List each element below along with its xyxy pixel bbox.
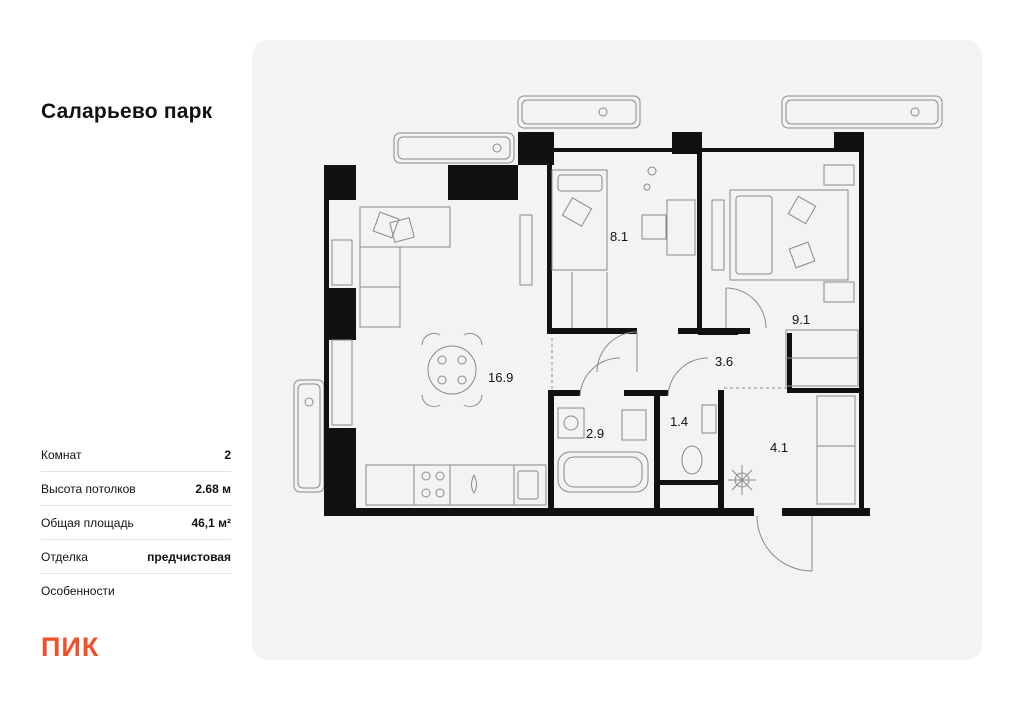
floor-plan-panel: 16.9 8.1 9.1 3.6 2.9 1.4 4.1 bbox=[252, 40, 982, 660]
furniture bbox=[331, 164, 859, 572]
room-area-living: 16.9 bbox=[488, 370, 513, 385]
sofa bbox=[359, 206, 451, 248]
room-area-hall: 3.6 bbox=[715, 354, 733, 369]
spec-value: предчистовая bbox=[147, 549, 231, 564]
spec-row-features: Особенности bbox=[41, 574, 231, 607]
spec-row-rooms: Комнат 2 bbox=[41, 438, 231, 472]
door-swing bbox=[579, 357, 621, 397]
kitchen-counter bbox=[365, 464, 547, 506]
wardrobe bbox=[816, 395, 856, 447]
walls bbox=[324, 132, 870, 516]
door-swing bbox=[596, 331, 638, 373]
spec-value: 2 bbox=[224, 447, 231, 462]
spec-value: 2.68 м bbox=[195, 481, 231, 496]
door-swing bbox=[667, 357, 709, 397]
spec-value: 46,1 м² bbox=[191, 515, 231, 530]
room-area-bathroom: 2.9 bbox=[586, 426, 604, 441]
pik-logo: ПИК bbox=[41, 632, 100, 662]
small-bedroom-furniture bbox=[551, 166, 696, 328]
bathroom-fixtures bbox=[557, 407, 649, 493]
toilet-fixtures bbox=[681, 404, 717, 475]
spec-label: Отделка bbox=[41, 549, 88, 564]
room-area-bedroom-large: 9.1 bbox=[792, 312, 810, 327]
room-area-bedroom-small: 8.1 bbox=[610, 229, 628, 244]
window-unit-left bbox=[293, 379, 325, 493]
spec-row-finish: Отделка предчистовая bbox=[41, 540, 231, 574]
spec-label: Общая площадь bbox=[41, 515, 134, 530]
door-swing bbox=[725, 287, 767, 329]
spec-label: Высота потолков bbox=[41, 481, 136, 496]
project-title: Саларьево парк bbox=[41, 100, 213, 123]
window-unit-top-right bbox=[781, 95, 943, 129]
window-unit-left-top bbox=[393, 132, 515, 164]
specs-list: Комнат 2 Высота потолков 2.68 м Общая пл… bbox=[41, 438, 231, 607]
entrance-door bbox=[756, 515, 813, 572]
room-area-entrance: 4.1 bbox=[770, 440, 788, 455]
spec-label: Особенности bbox=[41, 583, 115, 598]
large-bedroom-furniture bbox=[711, 164, 859, 387]
dining-table bbox=[421, 332, 483, 408]
floor-plan: 16.9 8.1 9.1 3.6 2.9 1.4 4.1 bbox=[293, 95, 943, 572]
spec-label: Комнат bbox=[41, 447, 82, 462]
plant-icon bbox=[728, 465, 756, 495]
spec-row-ceiling: Высота потолков 2.68 м bbox=[41, 472, 231, 506]
spec-row-area: Общая площадь 46,1 м² bbox=[41, 506, 231, 540]
room-area-toilet: 1.4 bbox=[670, 414, 688, 429]
window-unit-top-mid bbox=[517, 95, 641, 129]
